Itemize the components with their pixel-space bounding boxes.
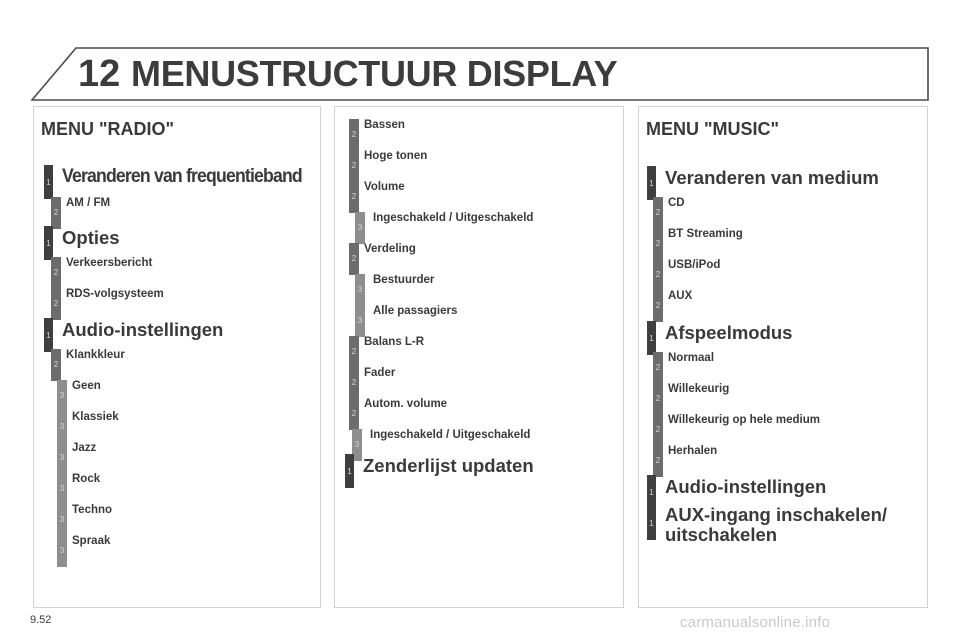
menu-item-label: Spraak [72,535,111,547]
level-badge: 1 [44,318,53,352]
panel-radio: MENU "RADIO" 1 Veranderen van frequentie… [33,106,321,608]
menu-item-label: Herhalen [668,445,718,457]
level-badge: 3 [355,305,365,337]
menu-item-label: Verdeling [364,243,416,255]
level-badge: 3 [57,411,67,443]
watermark: carmanualsonline.info [680,614,831,631]
level-badge: 3 [57,535,67,567]
menu-item-label: USB/iPod [668,259,721,271]
level-badge: 3 [352,429,362,461]
level-badge: 2 [349,181,359,213]
level-badge: 2 [349,398,359,430]
level-badge: 3 [57,380,67,412]
level-badge: 1 [647,166,656,200]
level-badge: 2 [653,259,663,291]
menu-item-label: Hoge tonen [364,150,428,162]
menu-item-label: Bassen [364,119,405,131]
menu-item-label: Geen [72,380,101,392]
level-badge: 2 [653,197,663,229]
chapter-number: 12 [78,53,121,95]
level-badge: 3 [355,212,365,244]
menu-item-label: RDS-volgsysteem [66,288,164,300]
menu-item-label: AUX-ingang inschakelen/ uitschakelen [665,504,888,545]
menu-title-radio: MENU "RADIO" [41,119,175,139]
level-badge: 2 [653,352,663,384]
menu-item-label: Veranderen van medium [665,167,879,188]
menu-title-music: MENU "MUSIC" [646,119,780,139]
menu-item-label: Audio-instellingen [665,476,827,497]
menu-item-label: AUX [668,290,693,302]
level-badge: 2 [653,290,663,322]
menu-item-label: AM / FM [66,197,111,209]
level-badge: 1 [345,454,354,488]
level-badge: 3 [57,473,67,505]
level-badge: 2 [349,150,359,182]
menu-item-label: Balans L-R [364,336,425,348]
panel-music: MENU "MUSIC" 1 Veranderen van medium 2 C… [638,106,928,608]
level-badge: 2 [51,257,61,289]
menu-item-label: Rock [72,473,101,485]
level-badge: 2 [51,197,61,229]
menu-item-label: Klassiek [72,411,119,423]
level-badge: 2 [51,349,61,381]
level-badge: 2 [349,336,359,368]
header-outline [30,47,929,101]
level-badge: 1 [647,506,656,540]
level-badge: 2 [349,367,359,399]
menu-item-label: Normaal [668,352,715,364]
panel-audio-settings: 2 Bassen 2 Hoge tonen 2 Volume 3 Ingesch… [334,106,624,608]
menu-item-label: Verkeersbericht [66,257,153,269]
menu-item-label: CD [668,197,685,209]
page-number: 9.52 [30,614,52,626]
menu-item-label: Fader [364,367,396,379]
menu-item-label: Zenderlijst updaten [363,455,534,476]
header-frame [30,47,929,101]
menu-item-label: Veranderen van frequentieband [62,166,303,187]
menu-item-label: Willekeurig op hele medium [668,414,820,426]
menu-item-label: Ingeschakeld / Uitgeschakeld [370,429,531,441]
level-badge: 2 [653,383,663,415]
level-badge: 3 [355,274,365,306]
menu-item-label: Willekeurig [668,383,730,395]
level-badge: 2 [653,228,663,260]
menu-item-label: BT Streaming [668,228,743,240]
menu-item-label: Autom. volume [364,398,448,410]
level-badge: 1 [44,165,53,199]
menu-item-label: Volume [364,181,405,193]
menu-item-label: Techno [72,504,113,516]
page-title: MENUSTRUCTUUR DISPLAY [131,53,618,94]
level-badge: 3 [57,504,67,536]
level-badge: 2 [349,243,359,275]
menu-item-label: Bestuurder [373,274,435,286]
menu-item-label: Jazz [72,442,97,454]
menu-item-label: Klankkleur [66,349,125,361]
menu-item-label: Audio-instellingen [62,319,224,340]
level-badge: 2 [653,445,663,477]
menu-item-label: Ingeschakeld / Uitgeschakeld [373,212,534,224]
level-badge: 3 [57,442,67,474]
level-badge: 1 [647,475,656,509]
level-badge: 1 [647,321,656,355]
menu-item-label: Opties [62,227,120,248]
level-badge: 2 [653,414,663,446]
level-badge: 2 [51,288,61,320]
level-badge: 2 [349,119,359,151]
menu-item-label: Alle passagiers [373,305,458,317]
level-badge: 1 [44,226,53,260]
menu-item-label: Afspeelmodus [665,322,793,343]
